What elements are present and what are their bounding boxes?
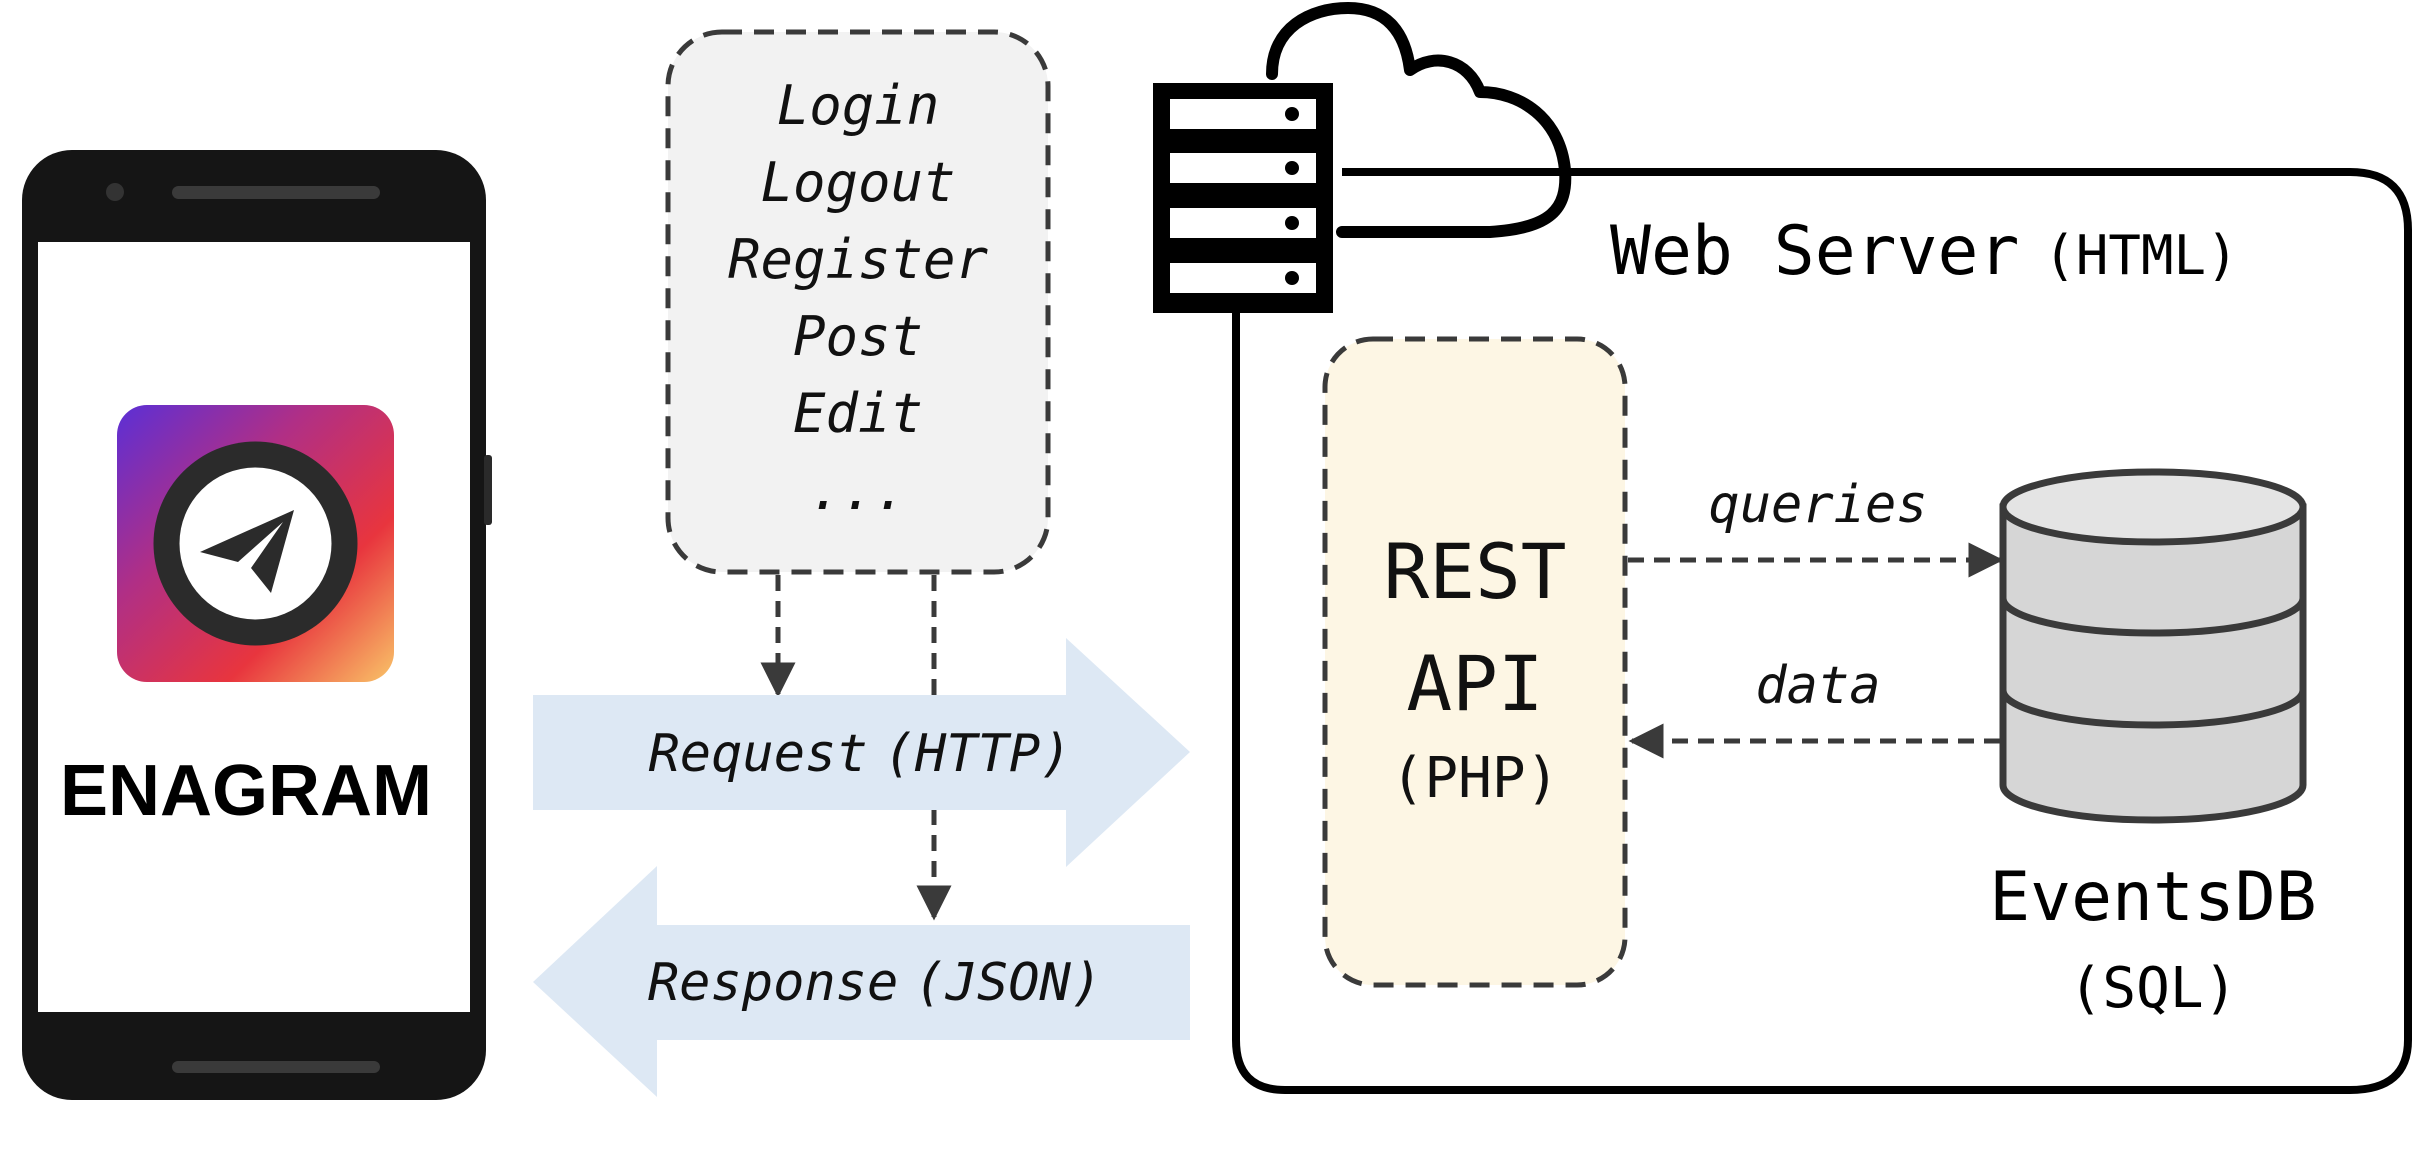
rest-api-box: REST API (PHP) (1322, 336, 1628, 988)
response-word: Response (648, 953, 898, 1013)
action-item: Register (728, 228, 989, 291)
web-server: Web Server(HTML) REST API (PHP) queries … (1153, 2, 2412, 1094)
action-item: Login (777, 74, 940, 137)
server-format: (HTML) (2043, 224, 2238, 287)
api-lang: (PHP) (1391, 746, 1560, 811)
action-item: Edit (793, 382, 923, 445)
server-rack-icon (1153, 83, 1333, 313)
queries-label: queries (1708, 475, 1927, 535)
server-title: Web Server (HTML) (1610, 212, 2238, 291)
data-label: data (1755, 656, 1880, 716)
request-label: Request (HTTP) (649, 724, 1072, 784)
phone-side-button (484, 455, 492, 525)
action-list: LoginLogoutRegisterPostEdit... (728, 74, 989, 522)
api-line2: API (1406, 639, 1543, 728)
api-line1: REST (1383, 527, 1566, 616)
action-item: Logout (760, 151, 955, 214)
response-protocol: (JSON) (914, 953, 1102, 1013)
response-arrow: Response (JSON) (533, 866, 1190, 1097)
request-protocol: (HTTP) (884, 724, 1072, 784)
phone-camera (106, 183, 124, 201)
database-lang: (SQL) (2069, 956, 2238, 1021)
app-name: ENAGRAM (60, 751, 432, 831)
database-name: EventsDB (1989, 858, 2317, 937)
actions-box: LoginLogoutRegisterPostEdit... (665, 29, 1051, 575)
phone-home-bar (172, 1061, 380, 1073)
response-label: Response (JSON) (648, 953, 1102, 1013)
request-word: Request (649, 724, 868, 784)
paper-plane-icon (200, 510, 294, 593)
server-frame (1232, 168, 2412, 1094)
database-icon (1999, 468, 2307, 824)
app-icon[interactable] (117, 405, 394, 682)
smartphone: ENAGRAM (22, 150, 492, 1100)
request-arrow: Request (HTTP) (533, 638, 1190, 867)
server-title-text: Web Server (1610, 212, 2019, 291)
action-item: ... (809, 459, 907, 522)
action-item: Post (793, 305, 923, 368)
cloud-icon (1266, 2, 1572, 238)
phone-speaker (172, 186, 380, 199)
